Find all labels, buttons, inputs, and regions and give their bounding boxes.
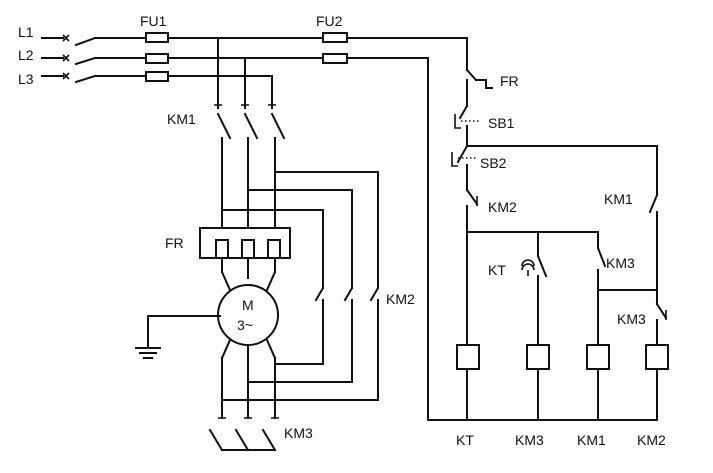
fuse-fu1: FU1 xyxy=(140,13,169,82)
contactor-km1-main: KM1 xyxy=(167,37,286,140)
label-kt-contact: KT xyxy=(488,262,506,278)
label-coil-kt: KT xyxy=(456,432,474,448)
label-motor-phase: 3~ xyxy=(237,317,253,333)
label-l1: L1 xyxy=(18,24,34,40)
timer-delay-icon xyxy=(521,259,535,276)
thermal-relay-main: FR xyxy=(165,227,291,292)
label-km3-nc: KM3 xyxy=(617,311,646,327)
motor: M 3~ xyxy=(135,284,379,419)
label-fr-ctrl: FR xyxy=(500,73,519,89)
main-verticals xyxy=(221,137,379,229)
coil-km1 xyxy=(586,344,610,370)
label-coil-km2: KM2 xyxy=(637,432,666,448)
label-km3-no: KM3 xyxy=(606,255,635,271)
label-coil-km1: KM1 xyxy=(577,432,606,448)
label-fu1: FU1 xyxy=(140,13,167,29)
label-km3-main: KM3 xyxy=(284,425,313,441)
label-l2: L2 xyxy=(18,47,34,63)
label-km1-aux: KM1 xyxy=(604,191,633,207)
contactor-km3-main: KM3 xyxy=(208,417,313,452)
coil-kt xyxy=(456,344,480,370)
label-l3: L3 xyxy=(18,71,34,87)
label-km1-main: KM1 xyxy=(167,111,196,127)
contactor-km2-main: KM2 xyxy=(314,171,415,401)
label-coil-km3: KM3 xyxy=(515,432,544,448)
ground-icon xyxy=(135,347,161,359)
isolator-marks xyxy=(62,34,70,80)
fuse-fu2: FU2 xyxy=(316,13,348,64)
label-km2-main: KM2 xyxy=(386,291,415,307)
label-fr-main: FR xyxy=(165,235,184,251)
supply-lines: L1 L2 L3 xyxy=(18,24,468,87)
coil-km2 xyxy=(645,344,669,370)
coil-km3 xyxy=(526,344,550,370)
label-sb2: SB2 xyxy=(480,155,507,171)
motor-circle xyxy=(217,284,279,346)
control-circuit: FR SB1 SB2 KM1 KM2 KT xyxy=(427,37,668,421)
label-sb1: SB1 xyxy=(488,115,515,131)
fr-nc-contact xyxy=(475,79,493,89)
label-fu2: FU2 xyxy=(316,13,343,29)
label-motor-m: M xyxy=(242,297,254,313)
label-km2-nc: KM2 xyxy=(488,199,517,215)
coils: KT KM3 KM1 KM2 xyxy=(456,344,669,448)
